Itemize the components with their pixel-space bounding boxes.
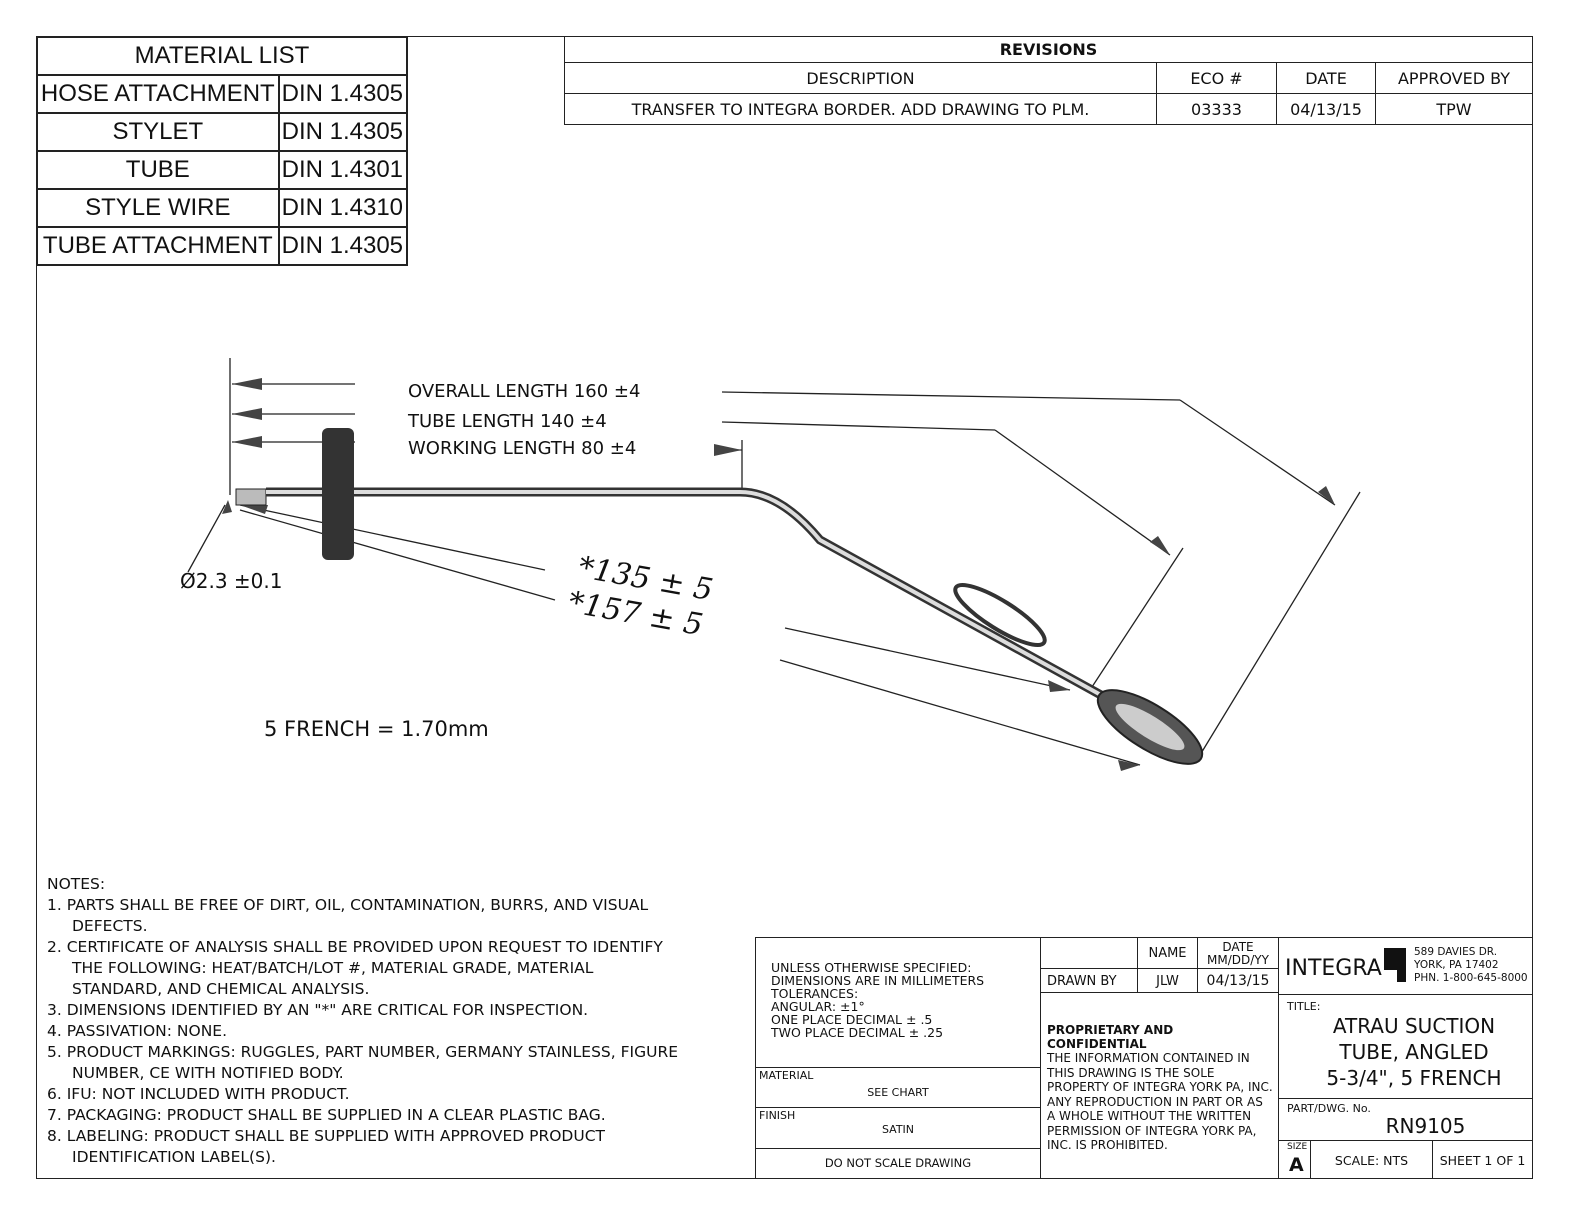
- note-item: 5. PRODUCT MARKINGS: RUGGLES, PART NUMBE…: [47, 1043, 679, 1082]
- note-item: 7. PACKAGING: PRODUCT SHALL BE SUPPLIED …: [47, 1106, 606, 1124]
- rev-date: 04/13/15: [1276, 93, 1376, 125]
- scale-warning-box: DO NOT SCALE DRAWING: [755, 1148, 1041, 1179]
- address-line: 589 DAVIES DR.: [1414, 946, 1498, 958]
- blank-cell: [1040, 937, 1138, 969]
- tolerances: UNLESS OTHERWISE SPECIFIED: DIMENSIONS A…: [771, 961, 984, 1039]
- french-conversion-label: 5 FRENCH = 1.70mm: [264, 717, 489, 741]
- part-material: DIN 1.4310: [277, 188, 409, 228]
- title-label: TITLE:: [1287, 1000, 1321, 1013]
- material-box: MATERIAL SEE CHART: [755, 1067, 1041, 1108]
- tube-length-label: TUBE LENGTH 140 ±4: [408, 411, 607, 432]
- finish-box: FINISH SATIN: [755, 1107, 1041, 1149]
- drawn-date: 04/13/15: [1197, 968, 1279, 993]
- drawing-title: TUBE, ANGLED: [1339, 1040, 1489, 1064]
- note-item: 6. IFU: NOT INCLUDED WITH PRODUCT.: [47, 1085, 350, 1103]
- part-name: STYLE WIRE: [36, 188, 280, 228]
- tolerance-line: DIMENSIONS ARE IN MILLIMETERS: [771, 973, 985, 988]
- drawn-by: JLW: [1137, 968, 1198, 993]
- logo-block-icon: [1397, 970, 1406, 982]
- part-material: DIN 1.4301: [277, 150, 409, 190]
- part-label: PART/DWG. No.: [1287, 1102, 1371, 1115]
- address-line: PHN. 1-800-645-8000: [1414, 972, 1528, 984]
- size-value: A: [1289, 1154, 1304, 1176]
- address-line: YORK, PA 17402: [1414, 959, 1499, 971]
- finish-label: FINISH: [759, 1109, 796, 1122]
- note-item: 2. CERTIFICATE OF ANALYSIS SHALL BE PROV…: [47, 938, 663, 998]
- do-not-scale: DO NOT SCALE DRAWING: [824, 1156, 972, 1170]
- part-name: STYLET: [36, 112, 280, 152]
- logo-block-icon: [1384, 948, 1406, 970]
- proprietary-title: PROPRIETARY AND CONFIDENTIAL: [1047, 1023, 1174, 1051]
- material-list-title: MATERIAL LIST: [36, 36, 408, 76]
- rev-description: TRANSFER TO INTEGRA BORDER. ADD DRAWING …: [564, 93, 1157, 125]
- part-name: HOSE ATTACHMENT: [36, 74, 280, 114]
- handle-disc: [322, 428, 354, 560]
- note-item: 3. DIMENSIONS IDENTIFIED BY AN "*" ARE C…: [47, 1001, 589, 1019]
- stylet-loop: [953, 582, 1047, 648]
- part-material: DIN 1.4305: [277, 74, 409, 114]
- finish-value: SATIN: [881, 1123, 915, 1136]
- drawing-title: ATRAU SUCTION: [1332, 1014, 1496, 1038]
- drawn-by-label: DRAWN BY: [1040, 968, 1138, 993]
- notes-title: NOTES:: [47, 875, 106, 893]
- part-material: DIN 1.4305: [277, 112, 409, 152]
- rev-approved: TPW: [1375, 93, 1533, 125]
- scale: SCALE: NTS: [1310, 1140, 1433, 1179]
- sheet-number: SHEET 1 OF 1: [1432, 1140, 1533, 1179]
- material-label: MATERIAL: [759, 1069, 814, 1082]
- col-header: DATE: [1276, 62, 1376, 94]
- name-header: NAME: [1137, 937, 1198, 969]
- col-header: APPROVED BY: [1375, 62, 1533, 94]
- note-item: 4. PASSIVATION: NONE.: [47, 1022, 228, 1040]
- drawing-title: 5-3/4", 5 FRENCH: [1326, 1066, 1502, 1090]
- working-length-label: WORKING LENGTH 80 ±4: [408, 438, 637, 459]
- tolerance-line: TWO PLACE DECIMAL ± .25: [771, 1025, 944, 1040]
- part-material: DIN 1.4305: [277, 226, 409, 266]
- diameter-label: Ø2.3 ±0.1: [180, 569, 283, 593]
- tube-body: [235, 428, 1204, 765]
- size-label: SIZE: [1287, 1142, 1308, 1152]
- col-header: ECO #: [1156, 62, 1277, 94]
- tolerance-line: TOLERANCES:: [771, 986, 859, 1001]
- note-item: 8. LABELING: PRODUCT SHALL BE SUPPLIED W…: [47, 1127, 605, 1166]
- note-item: 1. PARTS SHALL BE FREE OF DIRT, OIL, CON…: [47, 896, 649, 935]
- overall-length-label: OVERALL LENGTH 160 ±4: [408, 381, 641, 402]
- material-value: SEE CHART: [867, 1086, 929, 1099]
- rev-eco: 03333: [1156, 93, 1277, 125]
- company-logo-box: INTEGRA 589 DAVIES DR. YORK, PA 17402 PH…: [1278, 937, 1533, 995]
- integra-logo: INTEGRA: [1285, 956, 1382, 981]
- proprietary-text: THE INFORMATION CONTAINED IN THIS DRAWIN…: [1047, 1051, 1273, 1152]
- tolerance-line: ANGULAR: ±1°: [771, 999, 865, 1014]
- size-box: SIZE A: [1278, 1140, 1311, 1179]
- tolerances-box: UNLESS OTHERWISE SPECIFIED: DIMENSIONS A…: [755, 937, 1041, 1068]
- date-header: DATE MM/DD/YY: [1197, 937, 1279, 969]
- proprietary-box: PROPRIETARY AND CONFIDENTIAL THE INFORMA…: [1040, 992, 1279, 1179]
- tolerance-line: UNLESS OTHERWISE SPECIFIED:: [771, 960, 972, 975]
- notes: NOTES: 1. PARTS SHALL BE FREE OF DIRT, O…: [47, 874, 687, 1168]
- tolerance-line: ONE PLACE DECIMAL ± .5: [771, 1012, 933, 1027]
- part-name: TUBE ATTACHMENT: [36, 226, 280, 266]
- title-box: TITLE: ATRAU SUCTION TUBE, ANGLED 5-3/4"…: [1278, 994, 1533, 1099]
- part-number-box: PART/DWG. No. RN9105: [1278, 1098, 1533, 1141]
- part-number: RN9105: [1385, 1114, 1466, 1138]
- table-row: TRANSFER TO INTEGRA BORDER. ADD DRAWING …: [564, 93, 1533, 125]
- part-name: TUBE: [36, 150, 280, 190]
